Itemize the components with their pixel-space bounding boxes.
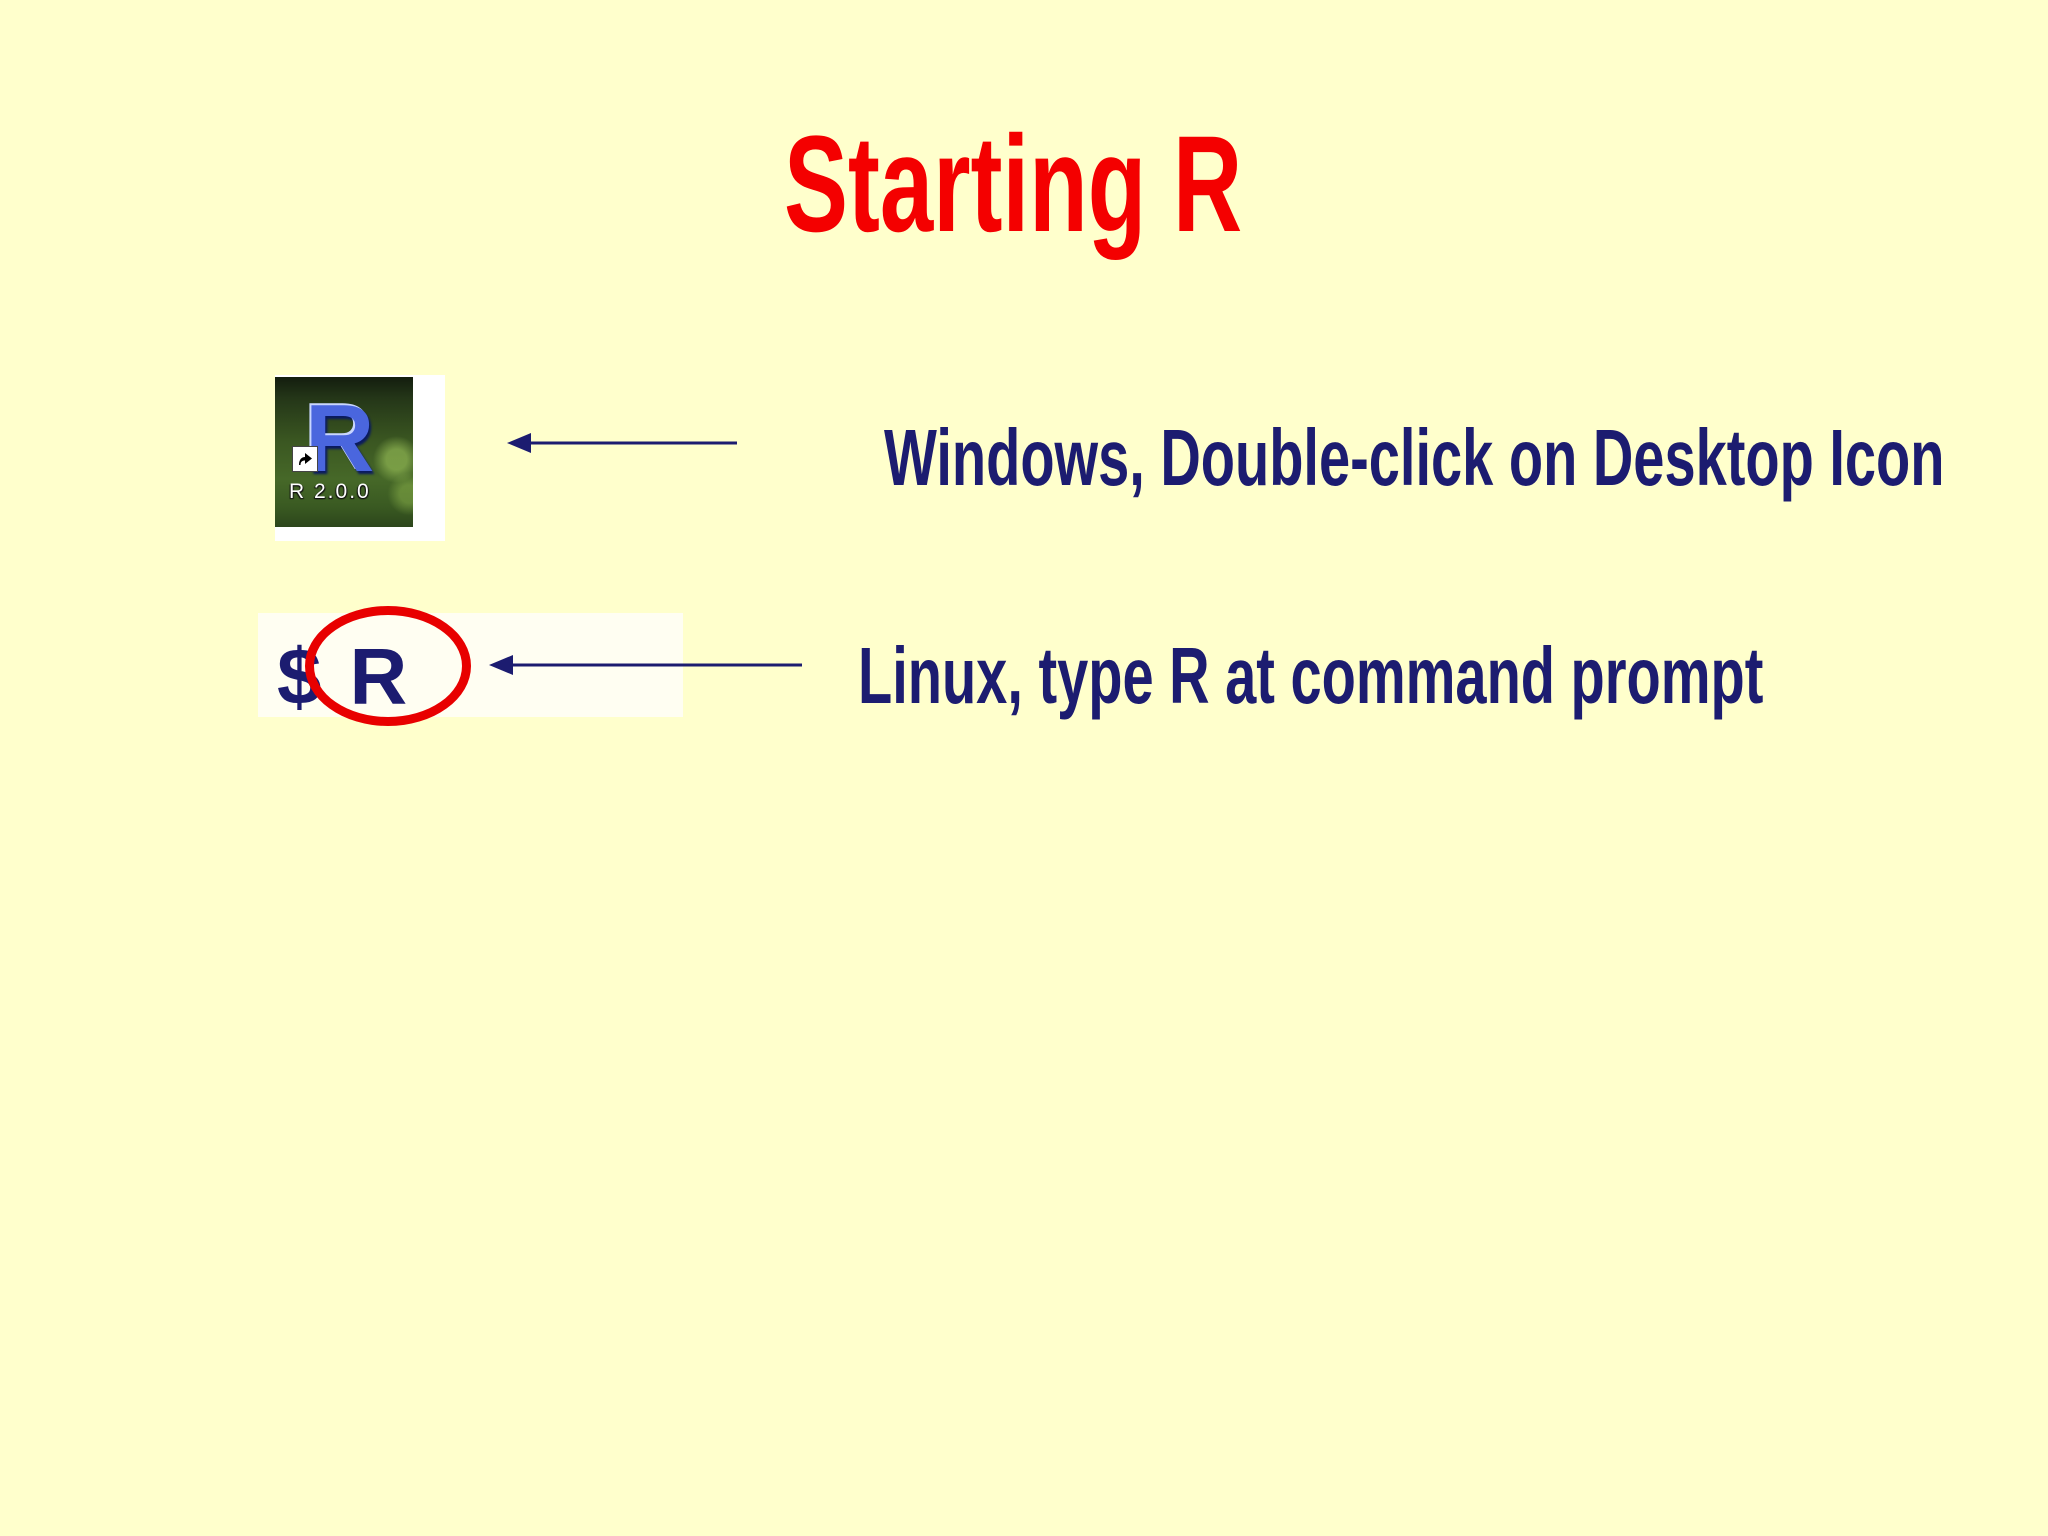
linux-caption-text: Linux, type R at command prompt [858,631,1764,720]
arrow-to-desktop-icon [507,433,737,453]
r-desktop-icon: R R 2.0.0 [275,375,445,541]
arrow-to-prompt [489,655,802,675]
shortcut-arrow-icon [292,446,318,472]
windows-caption: Windows, Double-click on Desktop Icon [884,418,2048,498]
desktop-icon-label: R 2.0.0 [289,480,371,503]
r-logo-letter: R [305,385,375,492]
windows-caption-text: Windows, Double-click on Desktop Icon [884,413,1945,502]
page-title: Starting R [784,116,1439,253]
page-title-text: Starting R [784,108,1243,261]
desktop-wallpaper: R R 2.0.0 [275,377,413,527]
linux-caption: Linux, type R at command prompt [858,636,2048,716]
shortcut-arrow-glyph [299,453,312,465]
red-ellipse-annotation [305,606,471,726]
